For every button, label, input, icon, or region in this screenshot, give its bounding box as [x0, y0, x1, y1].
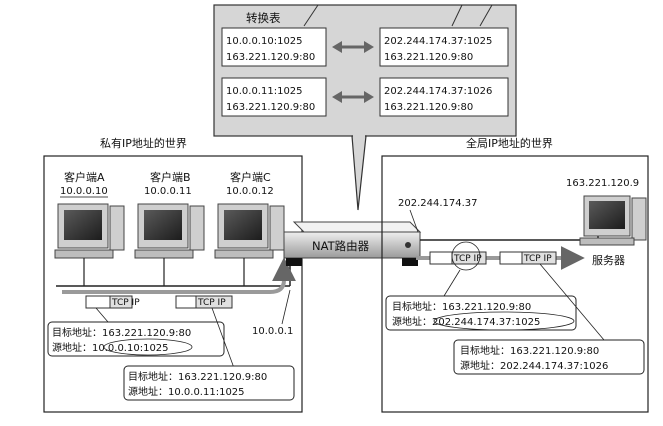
packet-label: TCP IP	[197, 298, 226, 308]
server-ip: 163.221.120.9	[566, 178, 639, 189]
tower-icon	[631, 197, 647, 241]
table-row-1-global-line1: 202.244.174.37:1025	[384, 36, 492, 47]
callout-global-b-dst: 目标地址：163.221.120.9:80	[460, 344, 599, 357]
translation-table-title: 转换表	[246, 11, 281, 25]
client-c-ip: 10.0.0.12	[226, 186, 274, 197]
table-row-2-global-line1: 202.244.174.37:1026	[384, 86, 492, 97]
router-inner-ip: 10.0.0.1	[252, 326, 293, 337]
client-c[interactable]: 客户端C 10.0.0.12	[214, 170, 285, 259]
client-a[interactable]: 客户端A 10.0.0.10	[54, 170, 125, 259]
callout-global-a-src: 源地址：202.244.174.37:1025	[392, 315, 540, 328]
table-row-1-global-box	[379, 27, 509, 67]
private-world-label: 私有IP地址的世界	[100, 136, 187, 150]
translation-table: 转换表 10.0.0.10:1025 163.221.120.9:80 202.…	[213, 4, 517, 211]
router-outer-ip: 202.244.174.37	[398, 198, 478, 209]
double-arrow-icon	[332, 91, 374, 103]
callout-global-a-dst: 目标地址：163.221.120.9:80	[392, 300, 531, 313]
packet-global-1: TCP IP	[429, 241, 487, 271]
packet-flow-arrow	[62, 257, 296, 294]
global-world: 全局IP地址的世界 202.244.174.37 TCP IP TCP IP 1…	[381, 136, 649, 413]
keyboard-icon	[54, 249, 114, 259]
client-a-name: 客户端A	[64, 170, 105, 184]
packet-a: TCP IP	[85, 295, 140, 309]
nat-router[interactable]: NAT路由器	[283, 221, 422, 266]
tower-icon	[189, 205, 205, 251]
table-row-1-private-line2: 163.221.120.9:80	[226, 52, 315, 63]
server-label: 服务器	[592, 254, 625, 267]
client-b-ip: 10.0.0.11	[144, 186, 192, 197]
callout-b-src: 源地址：10.0.0.11:1025	[128, 385, 245, 398]
client-b[interactable]: 客户端B 10.0.0.11	[134, 170, 205, 259]
table-row-1-global-line2: 163.221.120.9:80	[384, 52, 473, 63]
client-a-ip: 10.0.0.10	[60, 186, 108, 197]
table-row-2-private-line2: 163.221.120.9:80	[226, 102, 315, 113]
keyboard-icon	[579, 237, 635, 246]
tower-icon	[109, 205, 125, 251]
callout-a-src: 源地址：10.0.0.10:1025	[52, 341, 169, 354]
packet-label: TCP IP	[453, 254, 482, 264]
server[interactable]: 163.221.120.9 服务器	[566, 178, 647, 267]
global-world-label: 全局IP地址的世界	[466, 136, 553, 150]
callout-global-a	[385, 295, 577, 331]
table-row-2-global-box	[379, 77, 509, 117]
table-row-1-private-box	[221, 27, 327, 67]
packet-b: TCP IP	[175, 295, 233, 309]
keyboard-icon	[214, 249, 274, 259]
table-row-2-global-line2: 163.221.120.9:80	[384, 102, 473, 113]
router-label: NAT路由器	[312, 239, 370, 253]
client-b-name: 客户端B	[150, 170, 191, 184]
client-c-name: 客户端C	[230, 170, 271, 184]
table-row-2-private-box	[221, 77, 327, 117]
table-row-1-private-line1: 10.0.0.10:1025	[226, 36, 303, 47]
callout-a-dst: 目标地址：163.221.120.9:80	[52, 326, 191, 339]
callout-b-dst: 目标地址：163.221.120.9:80	[128, 370, 267, 383]
double-arrow-icon	[332, 41, 374, 53]
tower-icon	[269, 205, 285, 251]
packet-label: TCP IP	[111, 298, 140, 308]
callout-b	[123, 365, 295, 401]
table-row-2-private-line1: 10.0.0.11:1025	[226, 86, 303, 97]
callout-global-b	[453, 339, 645, 375]
keyboard-icon	[134, 249, 194, 259]
packet-global-2: TCP IP	[499, 251, 557, 265]
private-world: 私有IP地址的世界 客户端A 10.0.0.10 客户端B 10.0.0.11 …	[43, 136, 303, 413]
callout-global-b-src: 源地址：202.244.174.37:1026	[460, 359, 608, 372]
packet-label: TCP IP	[523, 254, 552, 264]
